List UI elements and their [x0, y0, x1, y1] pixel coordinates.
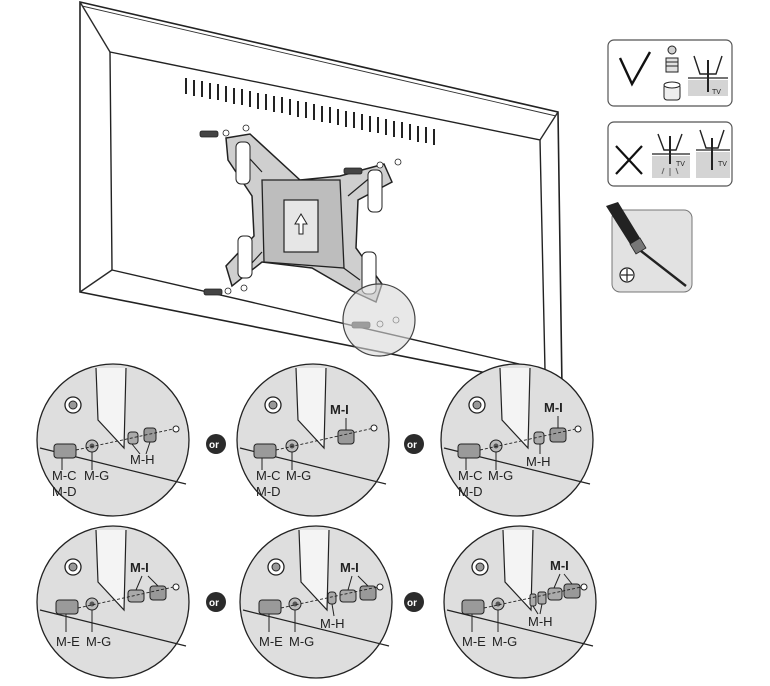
detail-option-4: M-E M-G M-I	[36, 525, 190, 679]
label-m-i-6: M-I	[550, 558, 569, 573]
label-m-h-3: M-H	[526, 454, 551, 469]
label-m-d-2: M-D	[256, 484, 281, 499]
label-m-e-4: M-E	[56, 634, 80, 649]
detail-callout-circle	[342, 283, 416, 357]
correct-fit-panel: TV	[607, 39, 733, 107]
label-m-g-3: M-G	[488, 468, 513, 483]
vent-slots	[185, 78, 435, 145]
phillips-screwdriver-icon	[606, 202, 687, 287]
tv-label-correct: TV	[712, 89, 721, 96]
label-m-d-1: M-D	[52, 484, 77, 499]
label-m-i-2: M-I	[330, 402, 349, 417]
tv-label-bad-2: TV	[718, 161, 727, 168]
label-m-g-1: M-G	[84, 468, 109, 483]
label-m-h-1: M-H	[130, 452, 155, 467]
label-m-c-1: M-C	[52, 468, 77, 483]
label-m-d-3: M-D	[458, 484, 483, 499]
label-m-e-6: M-E	[462, 634, 486, 649]
label-m-h-6: M-H	[528, 614, 553, 629]
or-badge-4: or	[404, 592, 424, 612]
or-badge-3: or	[206, 592, 226, 612]
label-m-i-4: M-I	[130, 560, 149, 575]
mounting-bracket	[225, 133, 393, 304]
label-m-g-4: M-G	[86, 634, 111, 649]
label-m-g-2: M-G	[286, 468, 311, 483]
label-m-h-5: M-H	[320, 616, 345, 631]
tv-back-illustration	[79, 0, 563, 389]
label-m-i-5: M-I	[340, 560, 359, 575]
label-m-e-5: M-E	[259, 634, 283, 649]
detail-option-6: M-E M-G M-H M-I	[443, 525, 597, 679]
detail-option-5: M-E M-G M-H M-I	[239, 525, 393, 679]
tv-label-bad-1: TV	[676, 161, 685, 168]
or-badge-2: or	[404, 434, 424, 454]
detail-option-1: M-C M-G M-D M-H	[36, 363, 190, 517]
label-m-c-3: M-C	[458, 468, 483, 483]
incorrect-fit-panel: TV TV	[607, 121, 733, 187]
detail-option-3: M-C M-G M-D M-H M-I	[440, 363, 594, 517]
tool-panel	[606, 202, 693, 293]
label-m-c-2: M-C	[256, 468, 281, 483]
detail-option-2: M-C M-G M-D M-I	[236, 363, 390, 517]
or-label-3: or	[209, 598, 219, 609]
or-label-4: or	[407, 598, 417, 609]
checkmark-icon	[618, 51, 652, 87]
label-m-g-6: M-G	[492, 634, 517, 649]
label-m-g-5: M-G	[289, 634, 314, 649]
label-m-i-3: M-I	[544, 400, 563, 415]
or-label-2: or	[407, 440, 417, 451]
or-label-1: or	[209, 440, 219, 451]
cross-icon	[615, 145, 643, 175]
or-badge-1: or	[206, 434, 226, 454]
